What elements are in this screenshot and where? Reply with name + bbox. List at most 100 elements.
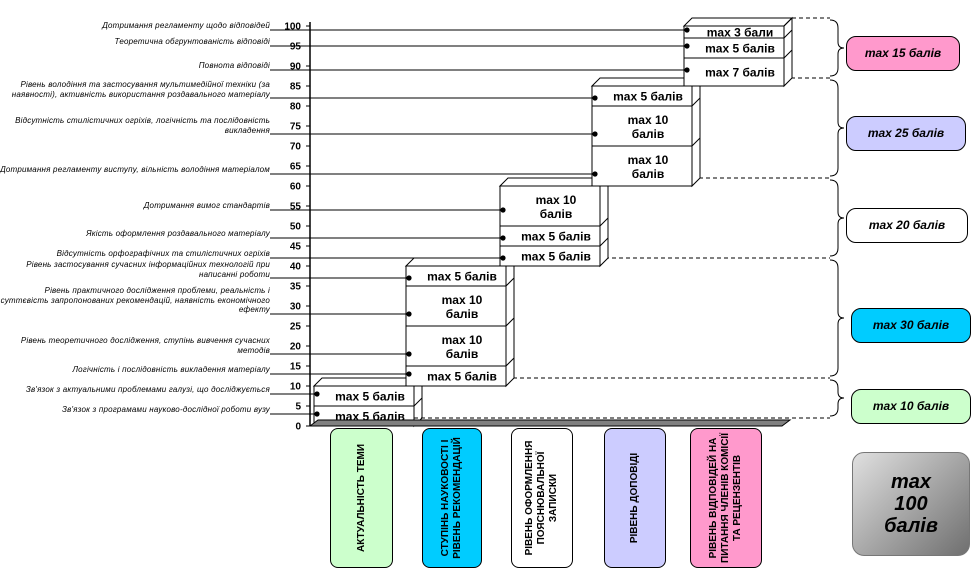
segment-box xyxy=(405,325,507,367)
criterion-dot xyxy=(406,371,412,377)
category-formatting: РІВЕНЬ ОФОРМЛЕННЯ ПОЯСНЮВАЛЬНОЇ ЗАПИСКИ xyxy=(511,428,573,568)
total-line-3: балів xyxy=(884,515,938,537)
segment-edge xyxy=(599,237,609,247)
category-science-label: СТУПІНЬ НАУКОВОСТІ І РІВЕНЬ РЕКОМЕНДАЦІЙ xyxy=(440,437,463,559)
segment-label: max 5 балів xyxy=(521,250,591,264)
category-report: РІВЕНЬ ДОПОВІДІ xyxy=(604,428,666,568)
pill-max-25: max 25 балів xyxy=(846,116,966,151)
criterion-dot xyxy=(592,171,598,177)
segment-label: max 5 балів xyxy=(427,270,497,284)
segment-label: max 5 балів xyxy=(705,42,775,56)
y-tick-label: 55 xyxy=(290,202,302,213)
floor-slab xyxy=(308,419,792,427)
stage-box-side xyxy=(691,76,701,188)
category-formatting-label: РІВЕНЬ ОФОРМЛЕННЯ ПОЯСНЮВАЛЬНОЇ ЗАПИСКИ xyxy=(524,440,559,556)
y-tick-label: 65 xyxy=(290,162,302,173)
segment-box xyxy=(591,145,693,187)
segment-box xyxy=(405,265,507,287)
y-tick-label: 50 xyxy=(290,222,302,233)
total-line-2: 100 xyxy=(894,493,928,515)
y-tick-label: 90 xyxy=(290,62,302,73)
criterion-dot xyxy=(314,391,320,397)
y-tick-label: 100 xyxy=(284,22,301,33)
segment-edge xyxy=(783,49,793,59)
y-tick-label: 20 xyxy=(290,342,302,353)
y-tick-label: 25 xyxy=(290,322,302,333)
group-brace xyxy=(829,19,845,77)
group-brace xyxy=(829,79,845,177)
stage-box-top xyxy=(404,257,516,267)
segment-box xyxy=(683,25,785,39)
criterion-dot xyxy=(406,275,412,281)
category-report-label: РІВЕНЬ ДОПОВІДІ xyxy=(629,452,640,544)
segment-label: max 3 бали xyxy=(707,26,773,40)
segment-edge xyxy=(599,217,609,227)
criterion-dot xyxy=(406,311,412,317)
pill-max-20: max 20 балів xyxy=(846,208,968,243)
segment-edge xyxy=(505,357,515,367)
y-tick-label: 10 xyxy=(290,382,302,393)
group-brace xyxy=(829,259,845,377)
criterion-dot xyxy=(500,255,506,261)
segment-label: max 5 балів xyxy=(335,390,405,404)
criterion-dot xyxy=(500,207,506,213)
category-relevance: АКТУАЛЬНІСТЬ ТЕМИ xyxy=(330,428,393,568)
segment-label: max 5 балів xyxy=(521,230,591,244)
y-tick-label: 45 xyxy=(290,242,302,253)
criterion-dot xyxy=(406,351,412,357)
total-max-box: max 100 балів xyxy=(852,452,970,556)
y-tick-label: 15 xyxy=(290,362,302,373)
segment-box xyxy=(683,57,785,87)
segment-edge xyxy=(505,277,515,287)
segment-box xyxy=(499,185,601,227)
segment-edge xyxy=(783,17,793,27)
total-line-1: max xyxy=(890,471,931,493)
y-tick-label: 95 xyxy=(290,42,302,53)
criterion-dot xyxy=(592,95,598,101)
group-brace xyxy=(829,179,845,257)
pill-max-30: max 30 балів xyxy=(851,308,971,343)
y-tick-label: 0 xyxy=(295,422,301,433)
y-tick-label: 70 xyxy=(290,142,302,153)
segment-box xyxy=(313,385,415,407)
category-answers-label: РІВЕНЬ ВІДПОВІДЕЙ НА ПИТАННЯ ЧЛЕНІВ КОМІ… xyxy=(708,433,743,563)
segment-edge xyxy=(413,397,423,407)
segment-edge xyxy=(691,137,701,147)
segment-label: max 7 балів xyxy=(705,66,775,80)
segment-box xyxy=(591,105,693,147)
segment-label: max 5 балів xyxy=(613,90,683,104)
y-tick-label: 85 xyxy=(290,82,302,93)
category-science: СТУПІНЬ НАУКОВОСТІ І РІВЕНЬ РЕКОМЕНДАЦІЙ xyxy=(422,428,482,568)
segment-edge xyxy=(505,317,515,327)
group-brace xyxy=(829,379,845,417)
criterion-dot xyxy=(314,411,320,417)
category-relevance-label: АКТУАЛЬНІСТЬ ТЕМИ xyxy=(355,443,367,553)
segment-label: max 5 балів xyxy=(427,370,497,384)
y-tick-label: 30 xyxy=(290,302,302,313)
y-tick-label: 35 xyxy=(290,282,302,293)
y-tick-label: 5 xyxy=(295,402,301,413)
criterion-dot xyxy=(684,67,690,73)
segment-box xyxy=(591,85,693,107)
category-answers: РІВЕНЬ ВІДПОВІДЕЙ НА ПИТАННЯ ЧЛЕНІВ КОМІ… xyxy=(690,428,762,568)
criterion-dot xyxy=(684,43,690,49)
pill-max-15: max 15 балів xyxy=(846,36,960,71)
pill-max-10: max 10 балів xyxy=(851,389,971,424)
segment-edge xyxy=(783,29,793,39)
criterion-dot xyxy=(592,131,598,137)
criterion-dot xyxy=(684,27,690,33)
y-tick-label: 60 xyxy=(290,182,302,193)
segment-box xyxy=(405,285,507,327)
y-tick-label: 80 xyxy=(290,102,302,113)
y-tick-label: 75 xyxy=(290,122,302,133)
segment-edge xyxy=(691,97,701,107)
stage-box-side xyxy=(783,16,793,88)
criterion-dot xyxy=(500,235,506,241)
y-tick-label: 40 xyxy=(290,262,302,273)
